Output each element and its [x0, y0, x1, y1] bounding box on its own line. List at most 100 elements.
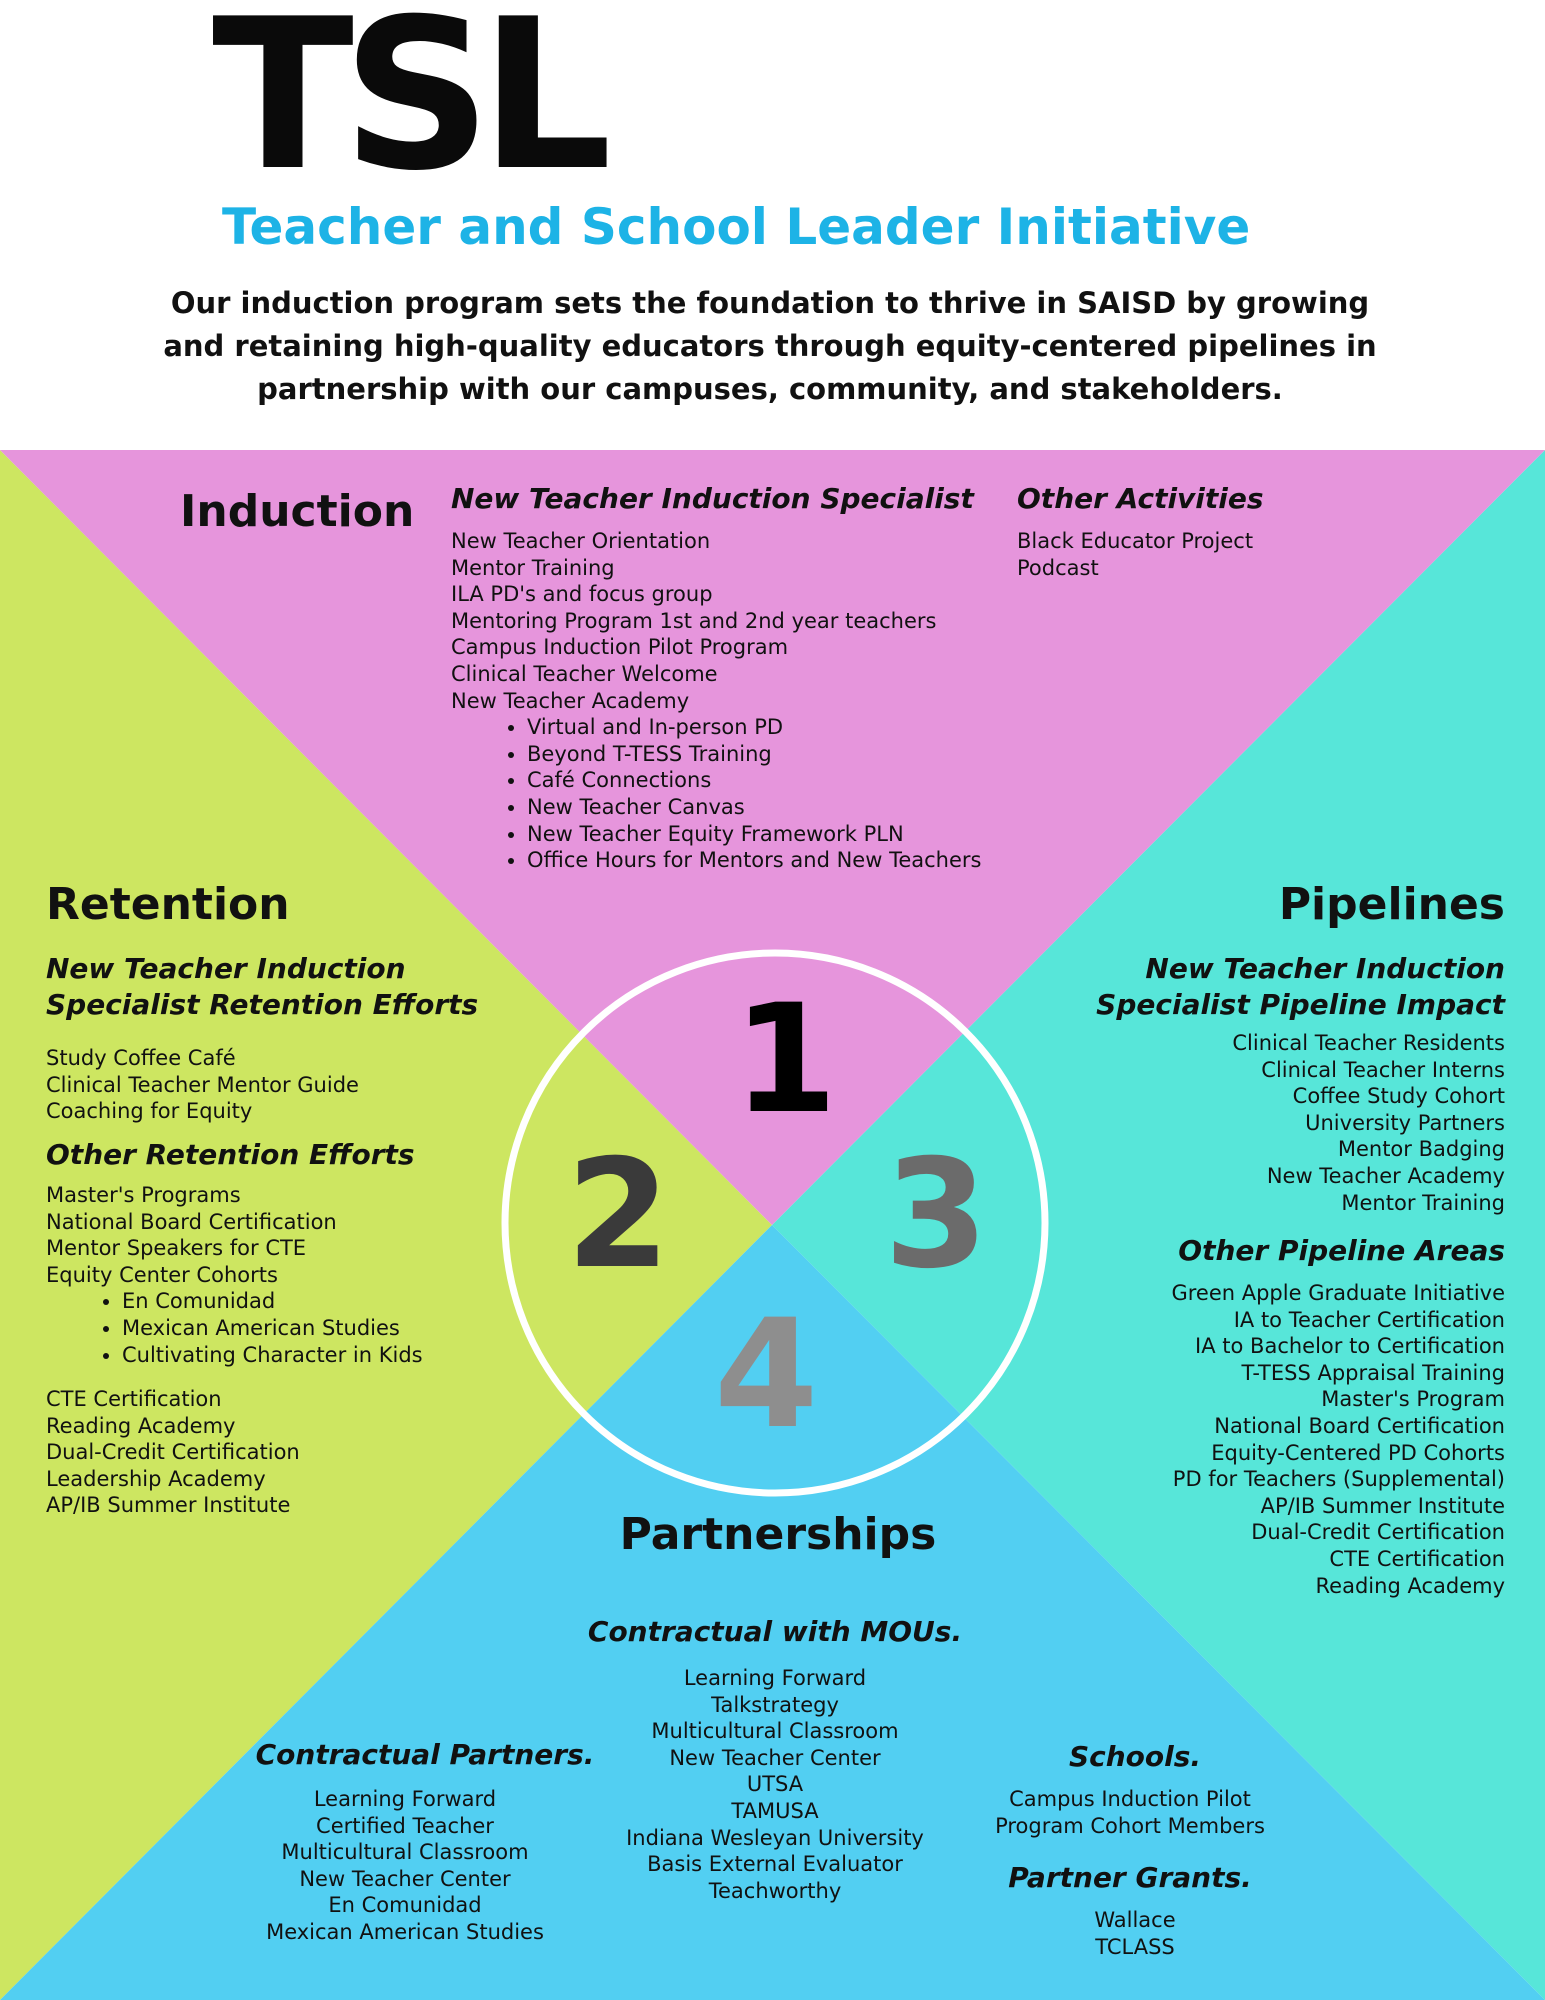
- list-item: Certified Teacher: [316, 1813, 494, 1838]
- number-one: 1: [733, 973, 838, 1147]
- list-item: Green Apple Graduate Initiative: [1171, 1281, 1505, 1305]
- retention-more-list: CTE Certification Reading Academy Dual-C…: [46, 1386, 300, 1519]
- list-item: Clinical Teacher Mentor Guide: [46, 1072, 359, 1097]
- list-item: Reading Academy: [1315, 1573, 1505, 1598]
- list-item: Wallace: [1094, 1908, 1176, 1932]
- list-item: AP/IB Summer Institute: [1260, 1493, 1505, 1518]
- retention-specialist-heading: New Teacher Induction Specialist Retenti…: [46, 951, 478, 1023]
- initiative-subtitle: Teacher and School Leader Initiative: [222, 198, 1251, 256]
- pipelines-title: Pipelines: [1278, 879, 1505, 930]
- list-item: Podcast: [1017, 555, 1099, 580]
- mission-line: partnership with our campuses, community…: [257, 372, 1283, 406]
- center-circle: [501, 949, 1049, 1497]
- list-item: National Board Certification: [1214, 1413, 1505, 1438]
- contractual-partners-heading: Contractual Partners.: [255, 1738, 595, 1771]
- list-item: Clinical Teacher Welcome: [451, 661, 718, 686]
- induction-title: Induction: [180, 486, 415, 537]
- induction-specialist-list: New Teacher Orientation Mentor Training …: [451, 528, 981, 874]
- list-item: Mentoring Program 1st and 2nd year teach…: [451, 608, 937, 633]
- induction-other-heading: Other Activities: [1017, 482, 1264, 515]
- list-item: Cultivating Character in Kids: [122, 1342, 423, 1369]
- mou-heading: Contractual with MOUs.: [587, 1615, 963, 1648]
- retention-quadrant: [0, 450, 772, 2000]
- list-item: New Teacher Center: [669, 1745, 881, 1770]
- list-item: Beyond T-TESS Training: [527, 741, 981, 768]
- list-item: Dual-Credit Certification: [46, 1440, 300, 1465]
- list-item: AP/IB Summer Institute: [46, 1493, 291, 1518]
- heading-line: New Teacher Induction: [1145, 952, 1505, 985]
- list-item: New Teacher Academy: [1266, 1163, 1505, 1188]
- list-item: TCLASS: [1095, 1934, 1175, 1959]
- list-item: Office Hours for Mentors and New Teacher…: [527, 847, 981, 874]
- tsl-logo: TSL: [212, 0, 612, 217]
- list-item: TAMUSA: [731, 1798, 819, 1823]
- number-three: 3: [884, 1128, 989, 1302]
- list-item: Teachworthy: [708, 1878, 842, 1903]
- list-item: T-TESS Appraisal Training: [1241, 1360, 1505, 1385]
- list-item: Learning Forward: [683, 1666, 867, 1690]
- list-item: ILA PD's and focus group: [451, 582, 713, 607]
- grants-list: Wallace TCLASS: [975, 1907, 1295, 1960]
- heading-line: New Teacher Induction: [46, 952, 406, 985]
- list-item: University Partners: [1305, 1110, 1505, 1135]
- retention-other-list: Master's Programs National Board Certifi…: [46, 1182, 423, 1368]
- schools-heading: Schools.: [1068, 1740, 1202, 1773]
- list-item: IA to Bachelor to Certification: [1195, 1334, 1505, 1359]
- list-item: Leadership Academy: [46, 1466, 266, 1491]
- list-item: Mexican American Studies: [122, 1315, 423, 1342]
- list-item: Campus Induction Pilot Program: [451, 635, 789, 660]
- grants-heading: Partner Grants.: [1008, 1861, 1252, 1894]
- list-item: Dual-Credit Certification: [1251, 1520, 1505, 1545]
- retention-specialist-list: Study Coffee Café Clinical Teacher Mento…: [46, 1045, 359, 1125]
- pipelines-quadrant: [772, 450, 1545, 2000]
- equity-bullet-list: En Comunidad Mexican American Studies Cu…: [46, 1288, 423, 1368]
- partnerships-title: Partnerships: [619, 1509, 937, 1560]
- list-item: Clinical Teacher Interns: [1261, 1057, 1505, 1082]
- list-item: Coffee Study Cohort: [1292, 1084, 1505, 1109]
- list-item: New Teacher Academy: [451, 688, 690, 713]
- list-item: Program Cohort Members: [995, 1813, 1265, 1838]
- pipelines-other-heading: Other Pipeline Areas: [1178, 1234, 1505, 1267]
- list-item: Basis External Evaluator: [647, 1852, 903, 1877]
- mission-line: and retaining high-quality educators thr…: [163, 329, 1377, 363]
- number-four: 4: [714, 1288, 819, 1462]
- list-item: CTE Certification: [1329, 1546, 1505, 1571]
- list-item: National Board Certification: [46, 1209, 337, 1234]
- list-item: Talkstrategy: [711, 1692, 839, 1717]
- list-item: New Teacher Canvas: [527, 794, 981, 821]
- list-item: CTE Certification: [46, 1387, 222, 1411]
- induction-other-list: Black Educator Project Podcast: [1017, 528, 1253, 581]
- list-item: New Teacher Center: [299, 1866, 511, 1891]
- number-two: 2: [566, 1128, 671, 1302]
- list-item: Virtual and In-person PD: [527, 714, 981, 741]
- list-item: Mentor Training: [451, 555, 615, 580]
- list-item: PD for Teachers (Supplemental): [1172, 1467, 1505, 1492]
- list-item: Study Coffee Café: [46, 1046, 236, 1070]
- retention-other-heading: Other Retention Efforts: [46, 1138, 415, 1171]
- list-item: Campus Induction Pilot: [1009, 1787, 1251, 1811]
- list-item: Mentor Training: [1341, 1190, 1505, 1215]
- contractual-partners-list: Learning Forward Certified Teacher Multi…: [225, 1786, 585, 1946]
- list-item: Learning Forward: [313, 1787, 497, 1811]
- list-item: Black Educator Project: [1017, 529, 1254, 553]
- list-item: Café Connections: [527, 767, 981, 794]
- list-item: Equity Center Cohorts: [46, 1262, 278, 1287]
- heading-line: Specialist Retention Efforts: [46, 988, 479, 1021]
- list-item: Mentor Speakers for CTE: [46, 1236, 307, 1261]
- list-item: Reading Academy: [46, 1413, 236, 1438]
- list-item: Indiana Wesleyan University: [626, 1825, 924, 1850]
- retention-title: Retention: [46, 879, 290, 930]
- list-item: Master's Program: [1321, 1387, 1505, 1412]
- list-item: New Teacher Equity Framework PLN: [527, 821, 981, 848]
- list-item: Mexican American Studies: [266, 1919, 544, 1944]
- pipelines-other-list: Green Apple Graduate Initiative IA to Te…: [1171, 1280, 1505, 1599]
- partnerships-quadrant: [0, 1225, 1545, 2000]
- mission-line: Our induction program sets the foundatio…: [170, 286, 1370, 320]
- list-item: Equity-Centered PD Cohorts: [1211, 1440, 1505, 1465]
- mou-list: Learning Forward Talkstrategy Multicultu…: [560, 1665, 990, 1904]
- pipelines-specialist-list: Clinical Teacher Residents Clinical Teac…: [1232, 1030, 1505, 1216]
- list-item: New Teacher Orientation: [451, 529, 711, 553]
- list-item: Multicultural Classroom: [281, 1840, 529, 1865]
- list-item: Mentor Badging: [1337, 1137, 1505, 1162]
